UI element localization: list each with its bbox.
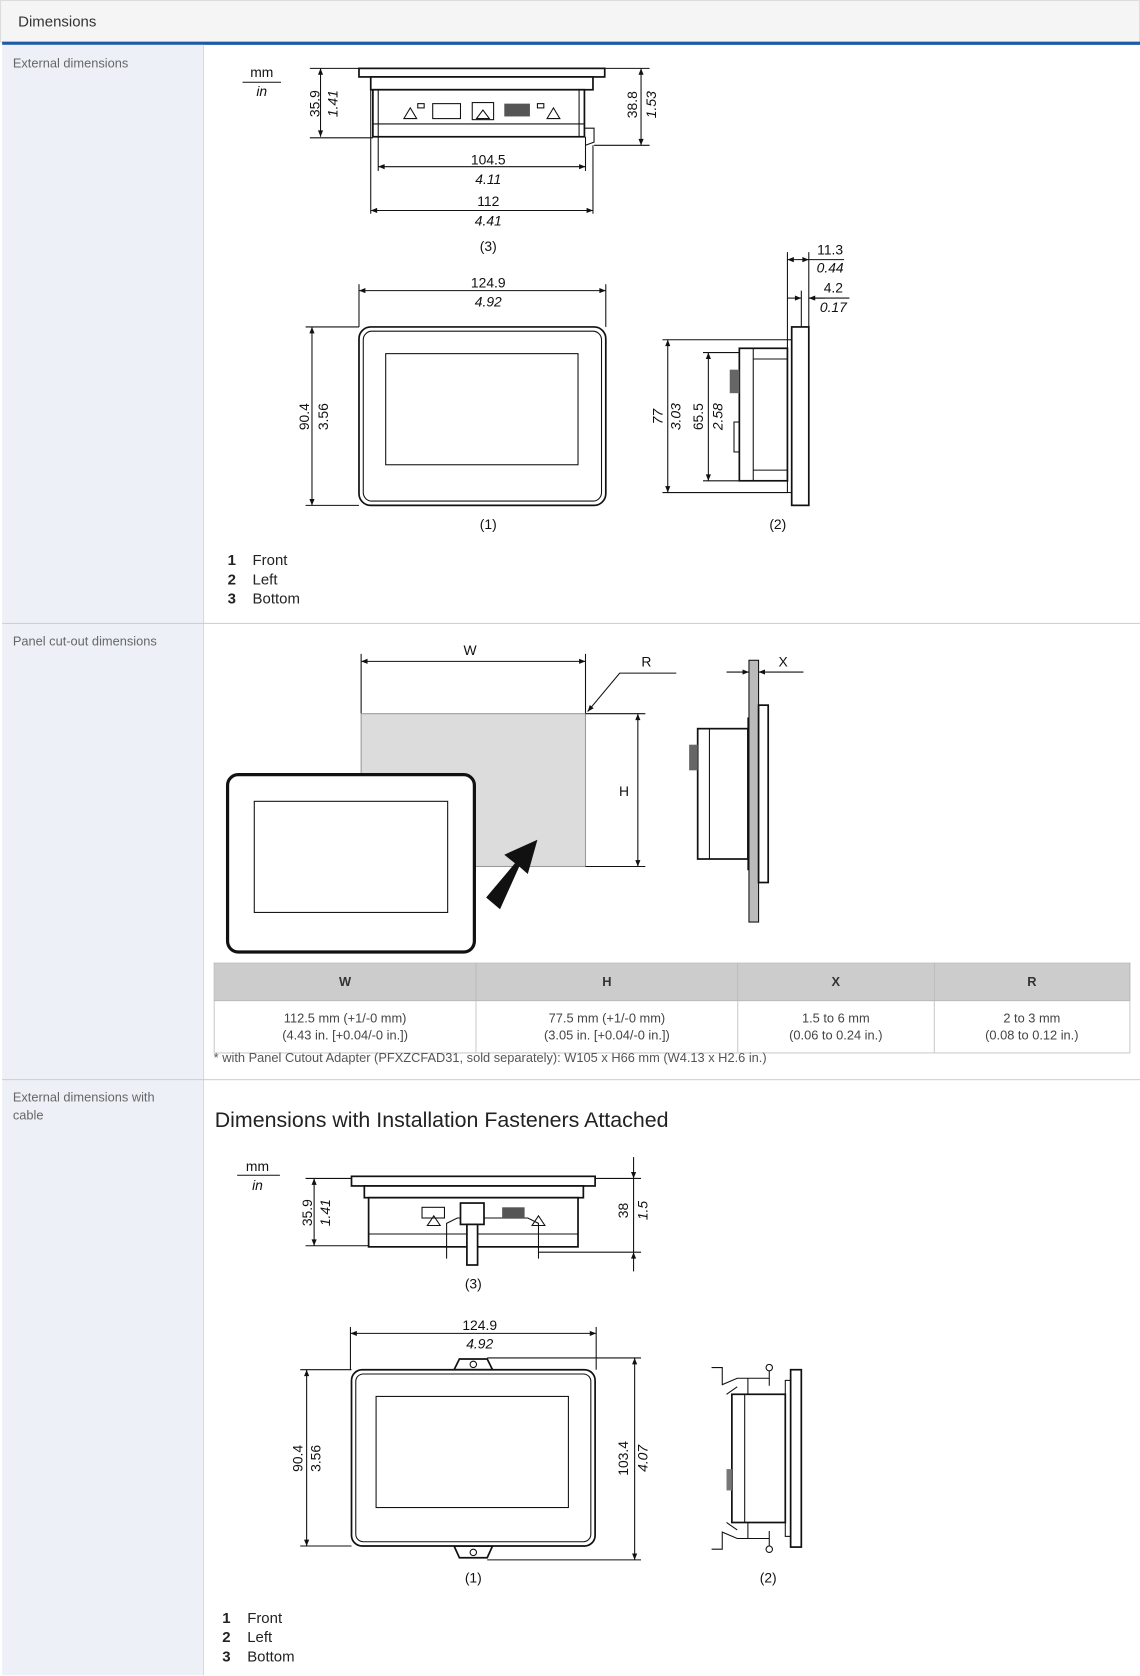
svg-text:(3): (3) — [465, 1276, 482, 1292]
external-front-view: 124.9 4.92 90.4 3.56 (1) — [296, 274, 607, 532]
svg-text:(2): (2) — [769, 516, 786, 532]
svg-text:H: H — [619, 783, 629, 799]
svg-text:3.56: 3.56 — [308, 1445, 324, 1472]
cutout-drawing: W R H X — [225, 642, 804, 954]
cable-bottom-view: mm in 35.9 1.41 38 1.5 (3) — [237, 1157, 650, 1292]
svg-text:(1): (1) — [480, 516, 497, 532]
svg-text:4.11: 4.11 — [475, 171, 501, 187]
svg-text:11.3: 11.3 — [817, 241, 843, 257]
svg-text:(2): (2) — [760, 1569, 777, 1585]
label-column — [2, 44, 205, 1676]
cable-front-view: 124.9 4.92 90.4 3.56 103.4 4.07 (1) — [289, 1317, 650, 1585]
row-label-external: External dimensions — [12, 55, 129, 71]
svg-text:W: W — [464, 642, 478, 658]
svg-text:R: R — [641, 654, 651, 670]
header-accent-line — [2, 41, 1140, 45]
cutout-table: W H X R 112.5 mm (+1/-0 mm)(4.43 in. [+0… — [213, 962, 1131, 1054]
row-label-cable: External dimensions with cable — [12, 1089, 155, 1123]
svg-text:mm: mm — [246, 1158, 269, 1174]
svg-text:4.41: 4.41 — [475, 212, 502, 228]
svg-text:124.9: 124.9 — [471, 274, 506, 290]
legend-external: 1 Front 2 Left 3 Bottom — [227, 551, 300, 607]
svg-text:X: X — [779, 654, 788, 670]
svg-text:1.41: 1.41 — [317, 1199, 333, 1226]
svg-text:1.53: 1.53 — [643, 91, 659, 118]
svg-text:3.03: 3.03 — [668, 403, 684, 430]
svg-text:(3): (3) — [480, 238, 497, 254]
svg-text:4.92: 4.92 — [475, 294, 502, 310]
section-header[interactable]: Dimensions — [0, 0, 1140, 43]
svg-text:4.2: 4.2 — [824, 280, 844, 296]
svg-text:4.92: 4.92 — [466, 1335, 493, 1351]
cable-left-view: (2) — [711, 1363, 803, 1585]
svg-text:112: 112 — [477, 193, 499, 209]
svg-text:in: in — [256, 83, 267, 99]
svg-text:(1): (1) — [465, 1569, 482, 1585]
svg-text:3.56: 3.56 — [315, 403, 331, 430]
row-label-cutout: Panel cut-out dimensions — [12, 633, 157, 649]
svg-text:90.4: 90.4 — [296, 403, 312, 430]
cutout-footnote: * with Panel Cutout Adapter (PFXZCFAD31,… — [213, 1050, 767, 1066]
svg-text:mm: mm — [250, 64, 273, 80]
svg-text:65.5: 65.5 — [690, 403, 706, 430]
table-header-row: W H X R — [213, 962, 1131, 1002]
svg-text:in: in — [252, 1177, 263, 1193]
svg-text:90.4: 90.4 — [289, 1445, 305, 1472]
svg-text:103.4: 103.4 — [615, 1441, 631, 1476]
external-bottom-view: mm in 35.9 1.41 38.8 1.53 104.5 — [242, 64, 659, 254]
svg-text:4.07: 4.07 — [634, 1444, 650, 1472]
svg-text:104.5: 104.5 — [471, 152, 506, 168]
section-title: Dimensions — [18, 12, 97, 30]
row-divider — [2, 622, 1140, 624]
external-left-view: 77 3.03 65.5 2.58 11.3 0.44 4.2 0.17 (2) — [649, 241, 850, 532]
table-row: 112.5 mm (+1/-0 mm)(4.43 in. [+0.04/-0 i… — [213, 1000, 1131, 1054]
svg-text:35.9: 35.9 — [299, 1199, 315, 1226]
svg-text:2.58: 2.58 — [709, 403, 725, 431]
cable-section-title: Dimensions with Installation Fasteners A… — [214, 1109, 669, 1133]
svg-text:38.8: 38.8 — [624, 91, 640, 118]
svg-text:0.17: 0.17 — [820, 299, 848, 315]
row-divider — [2, 1079, 1140, 1081]
svg-text:124.9: 124.9 — [462, 1317, 497, 1333]
legend-cable: 1 Front 2 Left 3 Bottom — [222, 1609, 295, 1665]
svg-text:1.5: 1.5 — [634, 1201, 650, 1221]
svg-text:38: 38 — [615, 1203, 631, 1219]
svg-text:77: 77 — [649, 408, 665, 425]
svg-text:1.41: 1.41 — [325, 90, 341, 117]
svg-text:35.9: 35.9 — [306, 90, 322, 117]
svg-text:0.44: 0.44 — [817, 259, 844, 275]
